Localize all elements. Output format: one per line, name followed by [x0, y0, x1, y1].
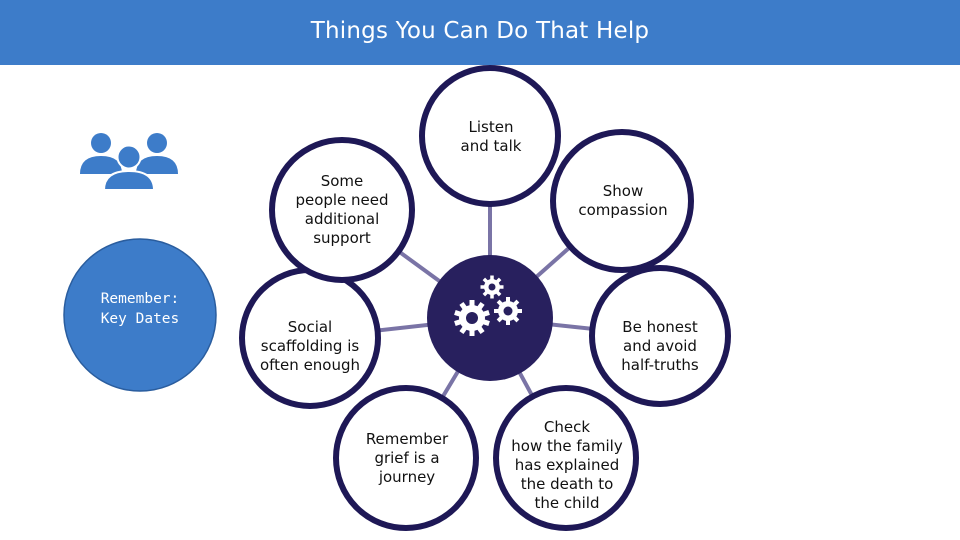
node-label-listen: Listen and talk: [460, 118, 522, 155]
node-circle-grief: [333, 385, 479, 531]
node-circle-honest: [589, 265, 731, 407]
node-label-honest: Be honest and avoid half-truths: [621, 318, 699, 374]
center-hub: [427, 255, 553, 381]
key-dates-label: Remember: Key Dates: [100, 291, 180, 327]
node-label-social: Social scaffolding is often enough: [259, 318, 361, 374]
key-dates-circle: [63, 238, 217, 392]
gears-icon: [454, 275, 522, 336]
node-label-check: Check how the family has explained the d…: [511, 418, 623, 512]
page-title: Things You Can Do That Help: [310, 18, 650, 44]
node-circle-support: [269, 137, 415, 283]
header-bar: [0, 0, 960, 65]
node-circles: [239, 65, 731, 531]
node-label-support: Some people need additional support: [295, 172, 389, 247]
node-label-compassion: Show compassion: [578, 182, 668, 219]
node-label-grief: Remember grief is a journey: [365, 430, 449, 486]
node-circle-listen: [419, 65, 561, 207]
node-circle-compassion: [550, 129, 694, 273]
people-group-icon: [80, 133, 178, 191]
node-circle-check: [493, 385, 639, 531]
